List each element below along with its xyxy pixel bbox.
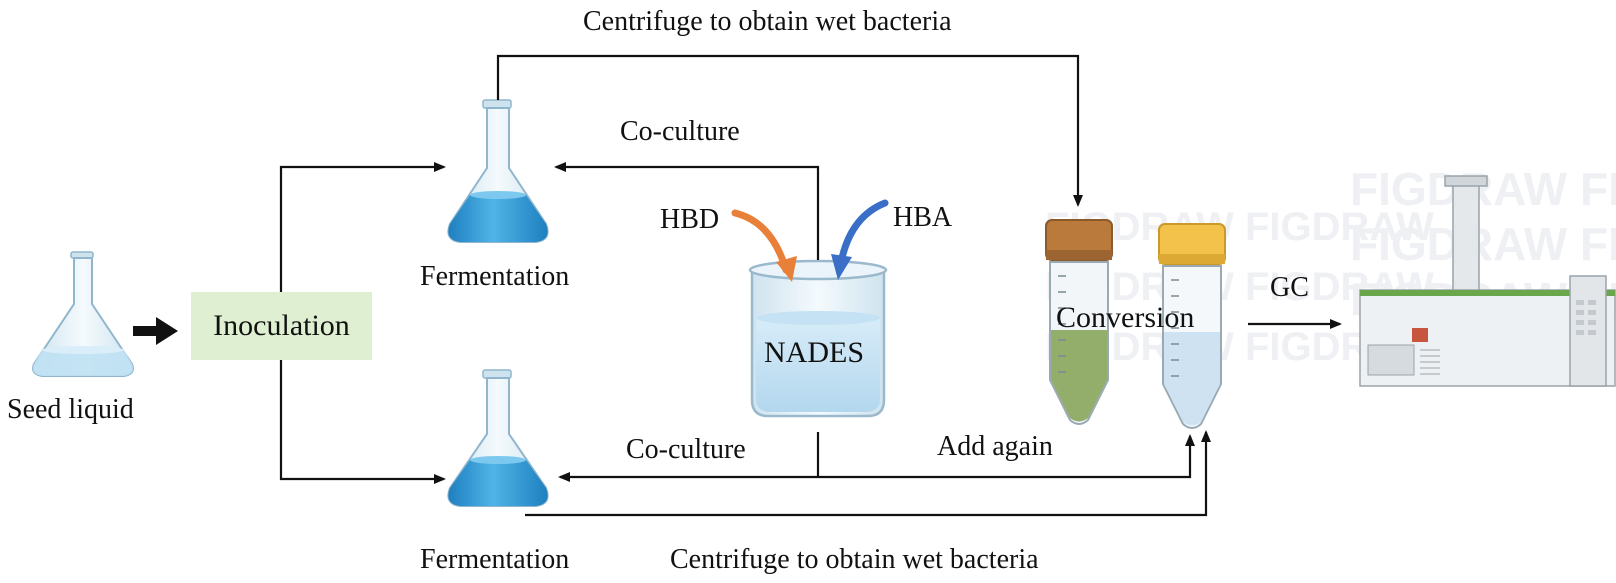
hba-arrowhead (831, 254, 852, 280)
gas-chromatograph-icon (1359, 175, 1616, 387)
gc-label: GC (1270, 272, 1309, 303)
add-again-label: Add again (937, 431, 1053, 462)
inoculation-label: Inoculation (213, 309, 350, 342)
coculture-bottom-label: Co-culture (626, 434, 746, 465)
hbd-arrowhead (776, 256, 797, 282)
seed-flask-icon (32, 251, 134, 377)
hba-label: HBA (893, 202, 953, 233)
thick-arrow (133, 317, 178, 345)
svg-text:FIGDRAW FIGDRAW: FIGDRAW FIGDRAW (1350, 163, 1616, 215)
arrow-add-again (818, 434, 1195, 479)
hba-arrow (838, 199, 889, 262)
fermentation-top-label: Fermentation (420, 261, 570, 292)
centrifuge-tube-icon (1045, 219, 1113, 425)
arrow-centrifuge-top (496, 54, 1083, 207)
arrow-inoculation-to-fermentation-bottom (279, 360, 446, 484)
coculture-top-label: Co-culture (620, 116, 740, 147)
arrow-coculture-top (554, 162, 820, 260)
inoculation-box: Inoculation (191, 292, 372, 360)
centrifuge-tube-icon (1158, 223, 1226, 429)
nades-label: NADES (764, 336, 865, 369)
centrifuge-bottom-label: Centrifuge to obtain wet bacteria (670, 544, 1039, 575)
centrifuge-top-label: Centrifuge to obtain wet bacteria (583, 6, 952, 37)
seed-liquid-label: Seed liquid (7, 394, 134, 425)
fermentation-flask-icon (447, 99, 549, 243)
fermentation-flask-icon (447, 369, 549, 507)
fermentation-bottom-label: Fermentation (420, 544, 570, 575)
hbd-label: HBD (660, 204, 720, 235)
svg-text:FIGDRAW FIGDRAW: FIGDRAW FIGDRAW (1350, 218, 1616, 270)
arrow-centrifuge-bottom (525, 430, 1211, 517)
conversion-label: Conversion (1056, 301, 1195, 334)
arrow-inoculation-to-fermentation-top (279, 162, 446, 292)
